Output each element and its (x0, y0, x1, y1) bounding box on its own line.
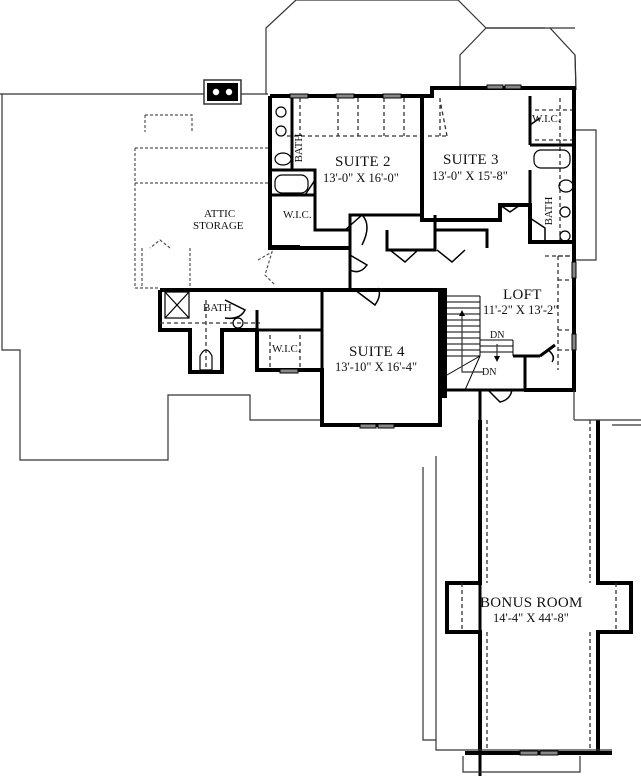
suite3-size: 13'-0" X 15'-8" (432, 169, 508, 183)
loft-size: 11'-2" X 13'-2" (483, 303, 559, 317)
attic-storage-label-1: ATTIC (204, 208, 236, 220)
bath-suite2-label: BATH (292, 133, 305, 163)
wic-suite3-label: W.I.C. (532, 113, 561, 125)
stair-down-label-2: DN (482, 367, 497, 378)
bonus-room-size: 14'-4" X 44'-8" (493, 611, 569, 625)
bath-fixtures-suite2 (274, 106, 309, 194)
bath-suite4-label: BATH (203, 302, 232, 314)
suite2-size: 13'-0" X 16'-0" (323, 171, 399, 185)
roof-outline-left (0, 93, 320, 461)
suite2-windows (289, 84, 522, 99)
stair-treads (446, 295, 514, 391)
suite2-name: SUITE 2 (335, 154, 391, 170)
attic-outline (134, 114, 270, 289)
suite4-size: 13'-10" X 16'-4" (335, 360, 418, 374)
bath-suite3-label: BATH (542, 196, 555, 226)
bonus-room-walls (445, 420, 633, 753)
suite4-name: SUITE 4 (349, 344, 405, 360)
stair-down-label-1: DN (490, 330, 505, 341)
bonus-room-name: BONUS ROOM (480, 595, 583, 611)
stair-wall (440, 288, 447, 398)
bath-fixtures-suite3 (533, 149, 574, 242)
attic-storage-label-2: STORAGE (193, 220, 244, 232)
roof-bay-top (265, 0, 577, 94)
wic-suite4-label: W.I.C. (272, 343, 301, 355)
loft-name: LOFT (503, 287, 542, 303)
wic-suite2-label: W.I.C. (283, 209, 312, 221)
suite3-name: SUITE 3 (443, 152, 499, 168)
door-swings (224, 117, 555, 403)
